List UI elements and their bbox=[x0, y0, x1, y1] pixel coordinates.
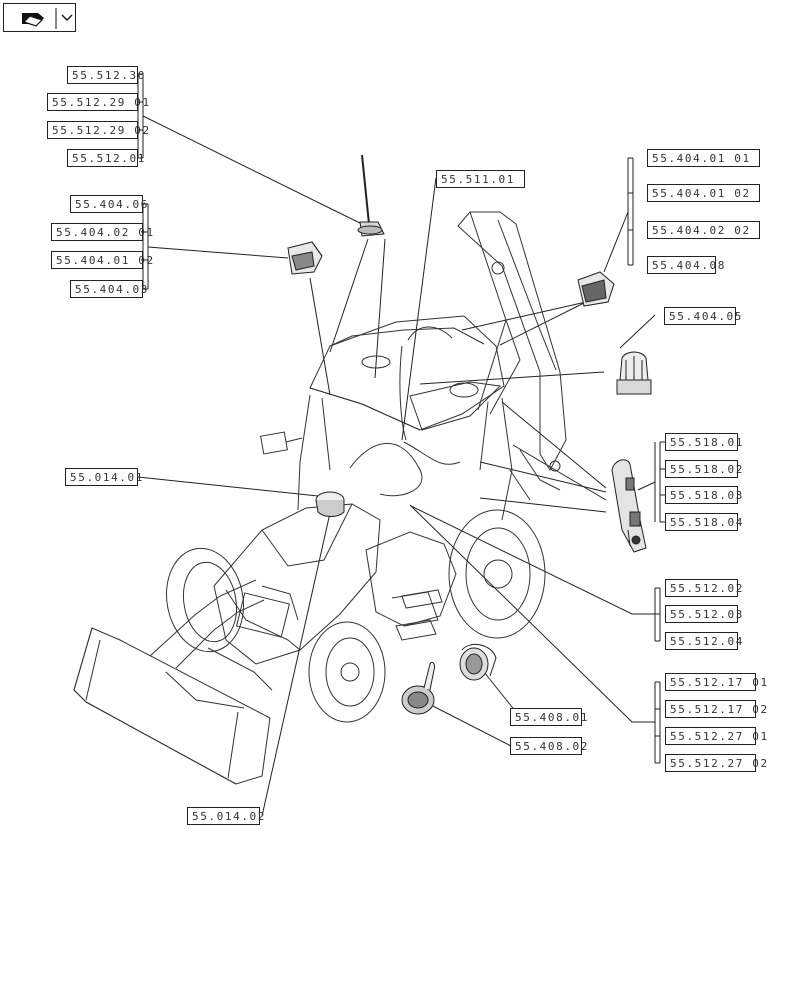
leader-line bbox=[142, 115, 371, 229]
ref-label-55-512-29-02[interactable]: 55.512.29 02 bbox=[47, 121, 149, 139]
ref-label-55-518-01[interactable]: 55.518.01 bbox=[665, 433, 742, 451]
ref-label-55-512-03[interactable]: 55.512.03 bbox=[665, 605, 742, 623]
leader-line bbox=[409, 504, 655, 723]
ref-label-55-404-06[interactable]: 55.404.06 bbox=[70, 195, 147, 213]
leader-line bbox=[147, 246, 289, 259]
ref-label-55-512-17-01[interactable]: 55.512.17 01 bbox=[665, 673, 767, 691]
work-lamp-left-icon bbox=[287, 241, 323, 275]
ref-label-55-512-04[interactable]: 55.512.04 bbox=[665, 632, 742, 650]
ref-label-55-518-03[interactable]: 55.518.03 bbox=[665, 486, 742, 504]
ref-label-55-404-05[interactable]: 55.404.05 bbox=[664, 307, 741, 325]
machine-outline bbox=[73, 211, 567, 785]
ref-label-55-512-01[interactable]: 55.512.01 bbox=[67, 149, 144, 167]
ref-label-55-518-04[interactable]: 55.518.04 bbox=[665, 513, 742, 531]
ref-label-55-404-01-01[interactable]: 55.404.01 01 bbox=[647, 149, 760, 167]
leader-line bbox=[637, 481, 656, 491]
ref-label-55-512-17-02[interactable]: 55.512.17 02 bbox=[665, 700, 767, 718]
ref-label-55-512-27-01[interactable]: 55.512.27 01 bbox=[665, 727, 767, 745]
leader-line bbox=[410, 505, 655, 615]
ref-label-55-014-02[interactable]: 55.014.02 bbox=[187, 807, 264, 825]
ref-label-55-404-03[interactable]: 55.404.03 bbox=[70, 280, 147, 298]
work-lamp-right-icon bbox=[577, 271, 615, 307]
ref-label-55-518-02[interactable]: 55.518.02 bbox=[665, 460, 742, 478]
beacon-light-icon bbox=[616, 351, 652, 395]
ref-label-55-408-02[interactable]: 55.408.02 bbox=[510, 737, 587, 755]
switch-panel-icon bbox=[611, 459, 647, 553]
ref-label-55-404-02-02[interactable]: 55.404.02 02 bbox=[647, 221, 760, 239]
page-forward-icon[interactable] bbox=[3, 3, 76, 32]
antenna-icon bbox=[357, 154, 385, 237]
speaker-icon bbox=[401, 661, 435, 715]
ref-label-55-408-01[interactable]: 55.408.01 bbox=[510, 708, 587, 726]
ref-label-55-512-30[interactable]: 55.512.30 bbox=[67, 66, 144, 84]
ref-label-55-404-02-01[interactable]: 55.404.02 01 bbox=[51, 223, 153, 241]
interior-light-icon bbox=[315, 491, 345, 517]
ref-label-55-404-01-02-left[interactable]: 55.404.01 02 bbox=[51, 251, 153, 269]
ref-label-55-404-01-02-right[interactable]: 55.404.01 02 bbox=[647, 184, 760, 202]
ref-label-55-512-02[interactable]: 55.512.02 bbox=[665, 579, 742, 597]
ref-label-55-512-29-01[interactable]: 55.512.29 01 bbox=[47, 93, 149, 111]
ref-label-55-014-01[interactable]: 55.014.01 bbox=[65, 468, 142, 486]
leader-line bbox=[603, 211, 629, 273]
ref-label-55-512-27-02[interactable]: 55.512.27 02 bbox=[665, 754, 767, 772]
horn-icon bbox=[459, 643, 497, 681]
ref-label-55-404-08[interactable]: 55.404.08 bbox=[647, 256, 724, 274]
ref-label-55-511-01[interactable]: 55.511.01 bbox=[436, 170, 525, 188]
